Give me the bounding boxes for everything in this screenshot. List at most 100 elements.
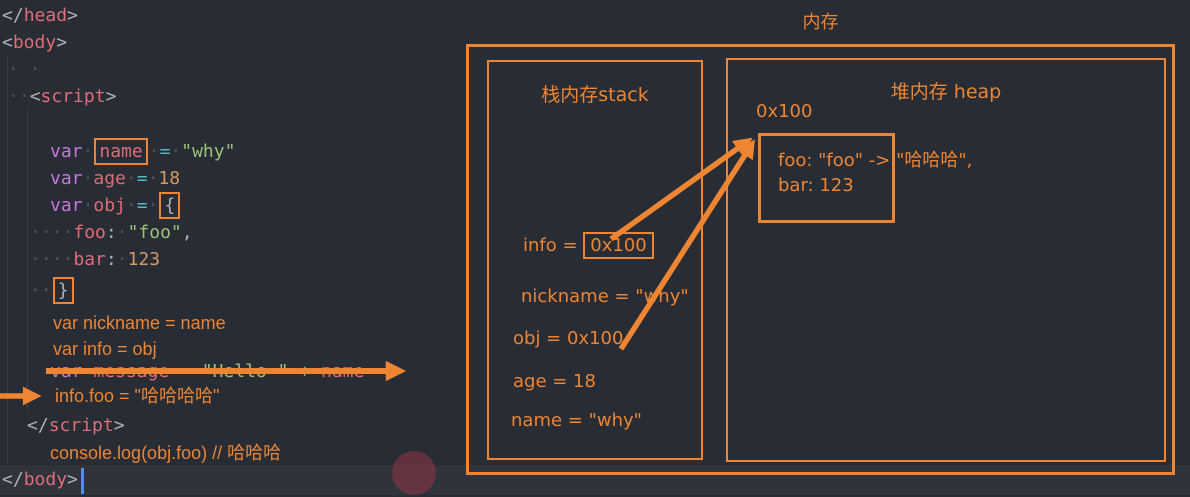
code-token: · [125,168,137,189]
stack-variable-text: nickname = "why" [521,286,689,307]
code-token: · [82,168,94,189]
code-token: body [12,32,57,53]
code-token: </ [2,5,24,26]
code-token: ·· [8,86,30,107]
code-token: = [159,141,171,162]
code-token: = [180,361,191,382]
stack-variable: age = 18 [513,371,596,392]
annotation-line: info.foo = "哈哈哈哈" [55,384,219,408]
memory-outer-box [466,44,1175,475]
code-token: · [190,361,202,382]
code-token: · [169,361,181,382]
code-token: · [147,168,159,189]
code-token: script [40,86,106,107]
code-line[interactable]: var·message·=·"Hello "·+·name [50,360,364,384]
code-token: ···· [30,222,74,243]
address-value-box: 0x100 [583,232,654,259]
heap-object-property: foo: "foo" -> "哈哈哈", [778,150,973,171]
code-token: · [170,141,182,162]
stack-memory-label: 栈内存stack [541,84,649,106]
stack-memory-box [487,60,703,460]
heap-address-label: 0x100 [756,101,813,122]
code-token: = [136,195,148,216]
code-token: < [2,32,13,53]
code-line[interactable]: ··} [30,277,75,304]
code-line[interactable]: </script> [27,414,125,438]
code-token: obj [93,195,126,216]
code-token: · [125,195,137,216]
code-token: bar [73,249,106,270]
code-token: message [93,361,170,382]
stack-variable: nickname = "why" [521,286,689,307]
stack-variable-text: name = "why" [511,410,642,431]
code-token: 18 [158,168,181,189]
code-token: script [48,415,114,436]
code-token: · [147,195,159,216]
code-token: </ [27,415,49,436]
stack-variable-text: info = [523,235,584,256]
code-token: 123 [127,249,161,270]
code-token: var [50,141,83,162]
code-token: var [50,168,83,189]
memory-title: 内存 [802,12,839,33]
code-line[interactable]: </head> [2,4,78,28]
code-token: head [23,5,68,26]
code-line[interactable]: <body> [2,31,67,55]
code-line[interactable]: ····bar:·123 [30,248,160,272]
code-token: > [56,32,68,53]
code-token: · [310,361,321,382]
stack-variable-text: obj = 0x100 [513,328,624,349]
code-line[interactable]: ····foo:·"foo", [30,221,193,245]
stack-variable-text: age = 18 [513,371,596,392]
code-token: var info = obj [53,339,157,359]
code-token: foo [73,222,106,243]
code-line[interactable]: · · [8,58,41,82]
heap-object-box: foo: "foo" -> "哈哈哈", bar: 123 [758,133,973,223]
code-token: > [67,469,78,490]
code-line[interactable]: </body> [2,468,78,492]
current-line-highlight [0,465,1190,495]
heap-memory-label: 堆内存 heap [890,81,1002,103]
code-token: · [148,141,160,162]
code-token: · [82,195,94,216]
code-token: age [93,168,126,189]
annotation-line: var info = obj [53,337,157,361]
code-token: < [29,86,41,107]
code-token: > [113,415,125,436]
code-token: </ [2,469,24,490]
indent-guide [7,56,8,464]
stack-variable: name = "why" [511,410,642,431]
highlight-box-token: name [94,138,148,165]
code-token: : [105,222,117,243]
code-token: "Hello " [201,361,289,382]
code-token: > [105,86,117,107]
code-token: · [288,361,300,382]
code-token: var nickname = name [53,313,226,333]
code-token: body [23,469,68,490]
annotation-line: var nickname = name [53,311,226,335]
code-token: info.foo = "哈哈哈哈" [55,386,220,406]
code-token: · [116,222,128,243]
text-cursor [81,468,84,494]
highlight-box-token: } [52,277,74,304]
code-token: ·· [30,280,52,301]
annotation-line: console.log(obj.foo) // 哈哈哈 [50,441,281,465]
code-line[interactable]: var·obj·=·{ [50,192,181,219]
stack-variable: info = 0x100 [523,232,654,259]
code-token: "foo" [127,222,182,243]
code-token: "why" [181,141,236,162]
heap-object-property: bar: 123 [778,175,854,196]
code-token: ···· [30,249,74,270]
code-token: var [50,195,83,216]
code-token: + [299,361,311,382]
code-line[interactable]: var·age·=·18 [50,167,180,191]
code-token: = [136,168,148,189]
highlight-box-token: { [159,192,181,219]
code-line[interactable]: ··<script> [8,85,116,109]
code-token: name [320,361,365,382]
code-line[interactable]: var·name·=·"why" [50,138,236,165]
code-token: : [105,249,117,270]
stack-variable: obj = 0x100 [513,328,623,349]
code-token: · · [8,59,41,80]
code-token: > [67,5,78,26]
